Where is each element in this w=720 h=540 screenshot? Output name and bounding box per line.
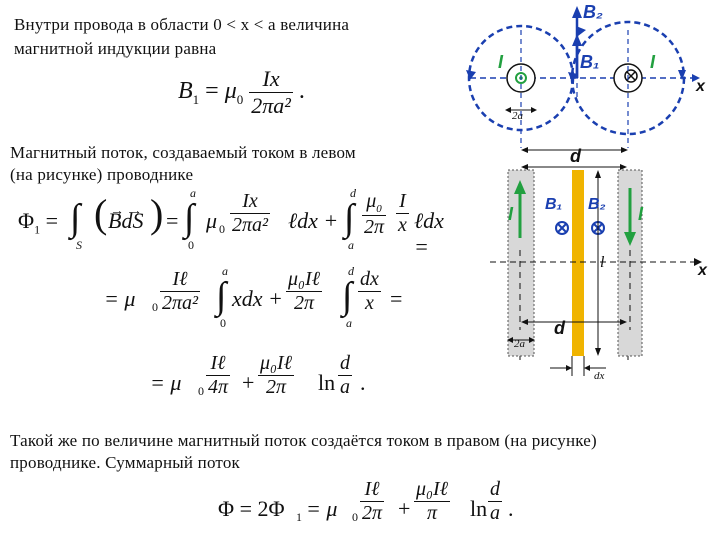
label-x-top: x [696,78,705,95]
integral-sign-1: ∫ [184,197,195,239]
flux-strip-dx [572,170,584,356]
B1-into-icon [555,221,569,235]
label-B1-bottom: B₁ [545,196,563,213]
integral-upper-d: d [350,186,356,200]
current-in-icon [624,69,638,83]
integral-lower-0-2: 0 [220,316,226,330]
bottom-line-1: Такой же по величине магнитный поток соз… [10,431,597,450]
integral-upper-a: a [190,186,196,200]
label-2a-bottom: 2a [514,338,525,350]
phi1-lhs: Φ1 = [18,208,59,237]
intro-line-2: магнитной индукции равна [14,39,217,58]
vector-arrow-S: → [128,204,142,219]
current-out-icon [515,72,527,84]
x-axis-arrow-top [692,74,700,82]
label-I-right-bottom: I [638,204,644,224]
label-B2-bottom: B₂ [588,196,606,213]
label-dx: dx [594,370,605,382]
label-I-right-top: I [650,52,656,72]
intro-line-1: Внутри провода в области 0 < x < a велич… [14,15,350,34]
label-B1-top: B₁ [580,52,600,72]
flux-line-1: Магнитный поток, создаваемый током в лев… [10,143,356,162]
integral-lower-a: a [348,238,354,252]
label-2a-top: 2a [512,110,523,122]
integral-lower-a-2: a [346,316,352,330]
integral-sign-4: ∫ [342,275,353,317]
label-d-mid: d [554,318,565,338]
paren-close: ) [150,191,164,236]
integral-sign-S: ∫ [70,197,81,239]
integral-limit-S: S [76,238,82,252]
integral-sign-3: ∫ [216,275,227,317]
label-x-bottom: x [698,262,707,279]
flux-line-2: (на рисунке) проводнике [10,165,194,184]
label-I-left-top: I [498,52,504,72]
integral-lower-0: 0 [188,238,194,252]
integral-upper-d-2: d [348,264,354,278]
vector-BdS: BdS [108,208,144,233]
label-B2-top: B₂ [583,2,603,22]
bottom-line-2: проводнике. Суммарный поток [10,453,240,472]
label-l: l [600,254,605,271]
paren-open: ( [94,191,108,236]
integral-upper-a-2: a [222,264,228,278]
integral-sign-2: ∫ [344,197,355,239]
vector-arrow-B: → [110,204,124,219]
label-I-left-bottom: I [508,204,514,224]
label-d-top: d [570,146,581,166]
